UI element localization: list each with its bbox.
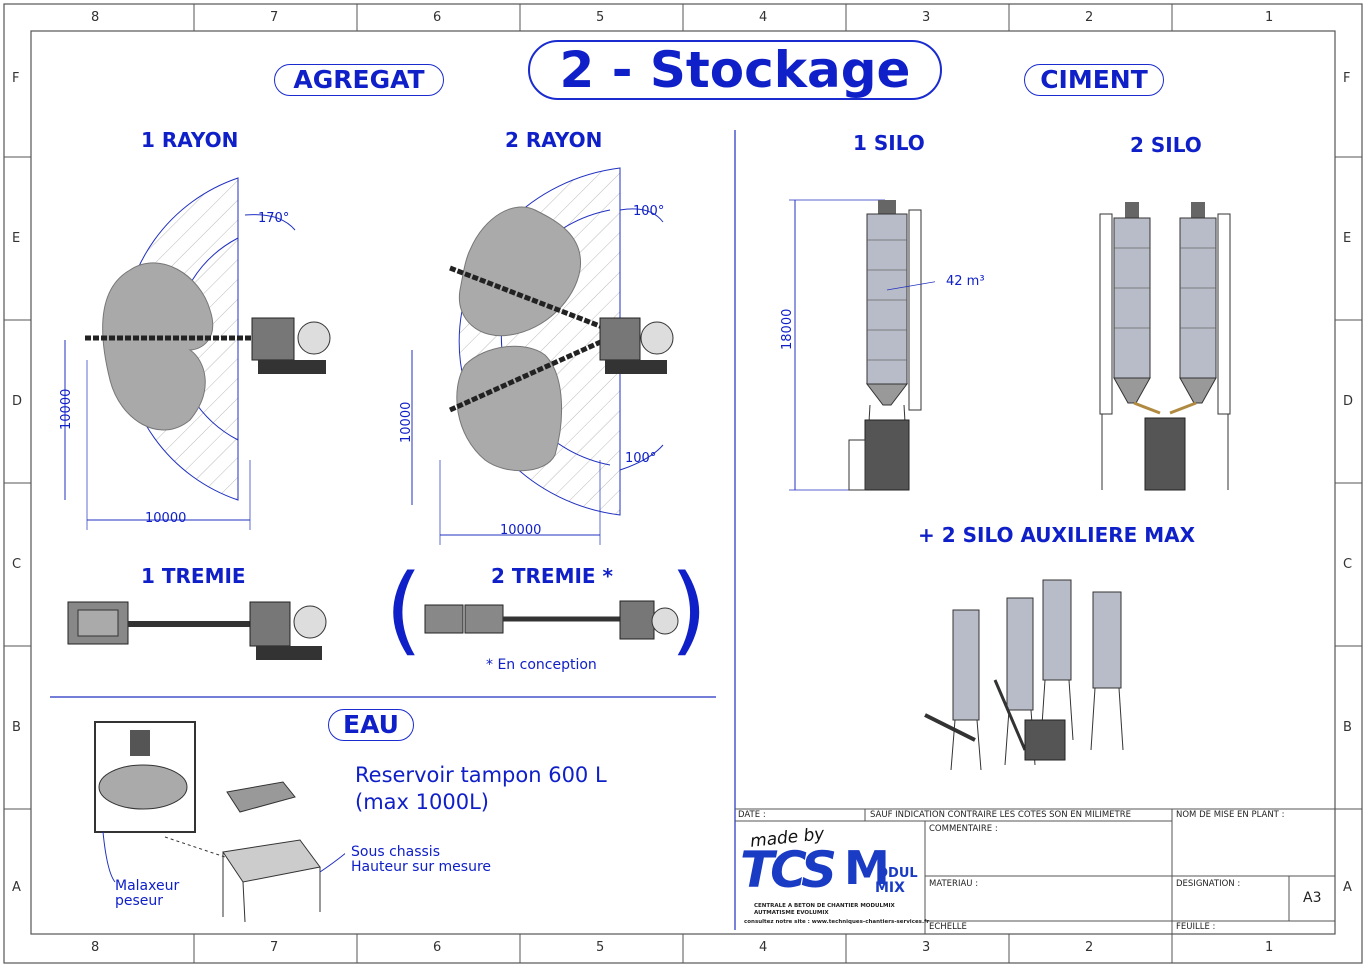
reservoir-text-2: (max 1000L) <box>355 790 489 814</box>
logo-modul: ODUL <box>877 866 918 881</box>
silo1-volume: 42 m³ <box>946 274 985 289</box>
tremie1-diagram <box>67 601 327 660</box>
tb-materiau: MATERIAU : <box>929 879 979 889</box>
silo1-height: 18000 <box>780 309 795 350</box>
silo2-diagram <box>1099 202 1231 491</box>
rayon1-dim-h: 10000 <box>145 511 186 526</box>
label-2-tremie: 2 TREMIE * <box>491 564 614 588</box>
tremie2-paren-left: ( <box>385 554 423 666</box>
tremie2-paren-right: ) <box>670 554 708 666</box>
col-label: 2 <box>1085 940 1094 955</box>
col-label: 7 <box>270 10 279 25</box>
reservoir-text-1: Reservoir tampon 600 L <box>355 763 607 787</box>
col-label: 6 <box>433 940 442 955</box>
rayon2-angle-bottom: 100° <box>625 451 656 466</box>
col-label: 4 <box>759 940 768 955</box>
logo-modul-m: M <box>844 841 890 895</box>
section-agregat: AGREGAT <box>274 64 444 96</box>
tremie2-note: * En conception <box>486 657 597 673</box>
col-label: 3 <box>922 940 931 955</box>
label-2-rayon: 2 RAYON <box>505 128 603 152</box>
row-label: D <box>12 394 23 409</box>
col-label: 8 <box>91 940 100 955</box>
col-label: 6 <box>433 10 442 25</box>
col-label: 1 <box>1265 10 1274 25</box>
label-2-silo: 2 SILO <box>1130 133 1202 157</box>
logo-company-1: CENTRALE A BETON DE CHANTIER MODULMIX <box>754 903 895 909</box>
tb-feuille: FEUILLE : <box>1176 922 1216 932</box>
col-label: 3 <box>922 10 931 25</box>
rayon1-diagram: 10000 10000 170° <box>59 177 331 530</box>
col-label: 5 <box>596 940 605 955</box>
tb-date: DATE : <box>738 810 766 820</box>
label-1-rayon: 1 RAYON <box>141 128 239 152</box>
malaxeur-text-1: Malaxeur <box>115 878 180 894</box>
row-label: A <box>1343 880 1352 895</box>
section-eau: EAU <box>328 709 414 741</box>
malaxeur-text-2: peseur <box>115 893 164 909</box>
chassis-text-2: Hauteur sur mesure <box>351 859 492 875</box>
silo1-diagram: 18000 <box>780 199 935 491</box>
tb-echelle: ECHELLE <box>929 922 967 932</box>
tb-nom: NOM DE MISE EN PLANT : <box>1176 810 1285 820</box>
tb-sauf: SAUF INDICATION CONTRAIRE LES COTES SON … <box>870 810 1131 820</box>
rayon1-angle: 170° <box>258 211 289 226</box>
col-label: 4 <box>759 10 768 25</box>
section-ciment: CIMENT <box>1024 64 1164 96</box>
rayon1-dim-v: 10000 <box>59 389 74 430</box>
tremie2-diagram <box>424 600 679 640</box>
tb-designation: DESIGNATION : <box>1176 879 1241 889</box>
row-label: E <box>1343 231 1352 246</box>
logo-company-3: consultez notre site : www.techniques-ch… <box>744 919 930 925</box>
row-label: D <box>1343 394 1354 409</box>
col-label: 7 <box>270 940 279 955</box>
aux-silo-diagram <box>924 579 1124 771</box>
row-label: E <box>12 231 21 246</box>
row-label: C <box>1343 557 1353 572</box>
row-label: C <box>12 557 22 572</box>
row-label: B <box>12 720 21 735</box>
label-aux-silo: + 2 SILO AUXILIERE MAX <box>918 523 1196 547</box>
rayon2-angle-top: 100° <box>633 204 664 219</box>
logo-mix: MIX <box>875 880 905 896</box>
row-label: F <box>12 71 20 86</box>
row-label: B <box>1343 720 1352 735</box>
label-1-tremie: 1 TREMIE <box>141 564 246 588</box>
col-label: 1 <box>1265 940 1274 955</box>
eau-diagram <box>94 721 345 923</box>
rayon2-dim-v: 10000 <box>399 402 414 443</box>
rayon2-dim-h: 10000 <box>500 523 541 538</box>
label-1-silo: 1 SILO <box>853 131 925 155</box>
chassis-text-1: Sous chassis <box>351 844 440 860</box>
row-label: F <box>1343 71 1351 86</box>
page-title: 2 - Stockage <box>528 40 942 100</box>
col-label: 5 <box>596 10 605 25</box>
tb-commentaire: COMMENTAIRE : <box>929 824 998 834</box>
col-label: 2 <box>1085 10 1094 25</box>
rayon2-diagram: 10000 10000 100° 100° <box>399 167 674 545</box>
tb-format: A3 <box>1303 890 1322 906</box>
row-label: A <box>12 880 21 895</box>
logo-company-2: AUTMATISME EVOLUMIX <box>754 910 829 916</box>
logo-tcs: TCS <box>740 841 837 899</box>
col-label: 8 <box>91 10 100 25</box>
